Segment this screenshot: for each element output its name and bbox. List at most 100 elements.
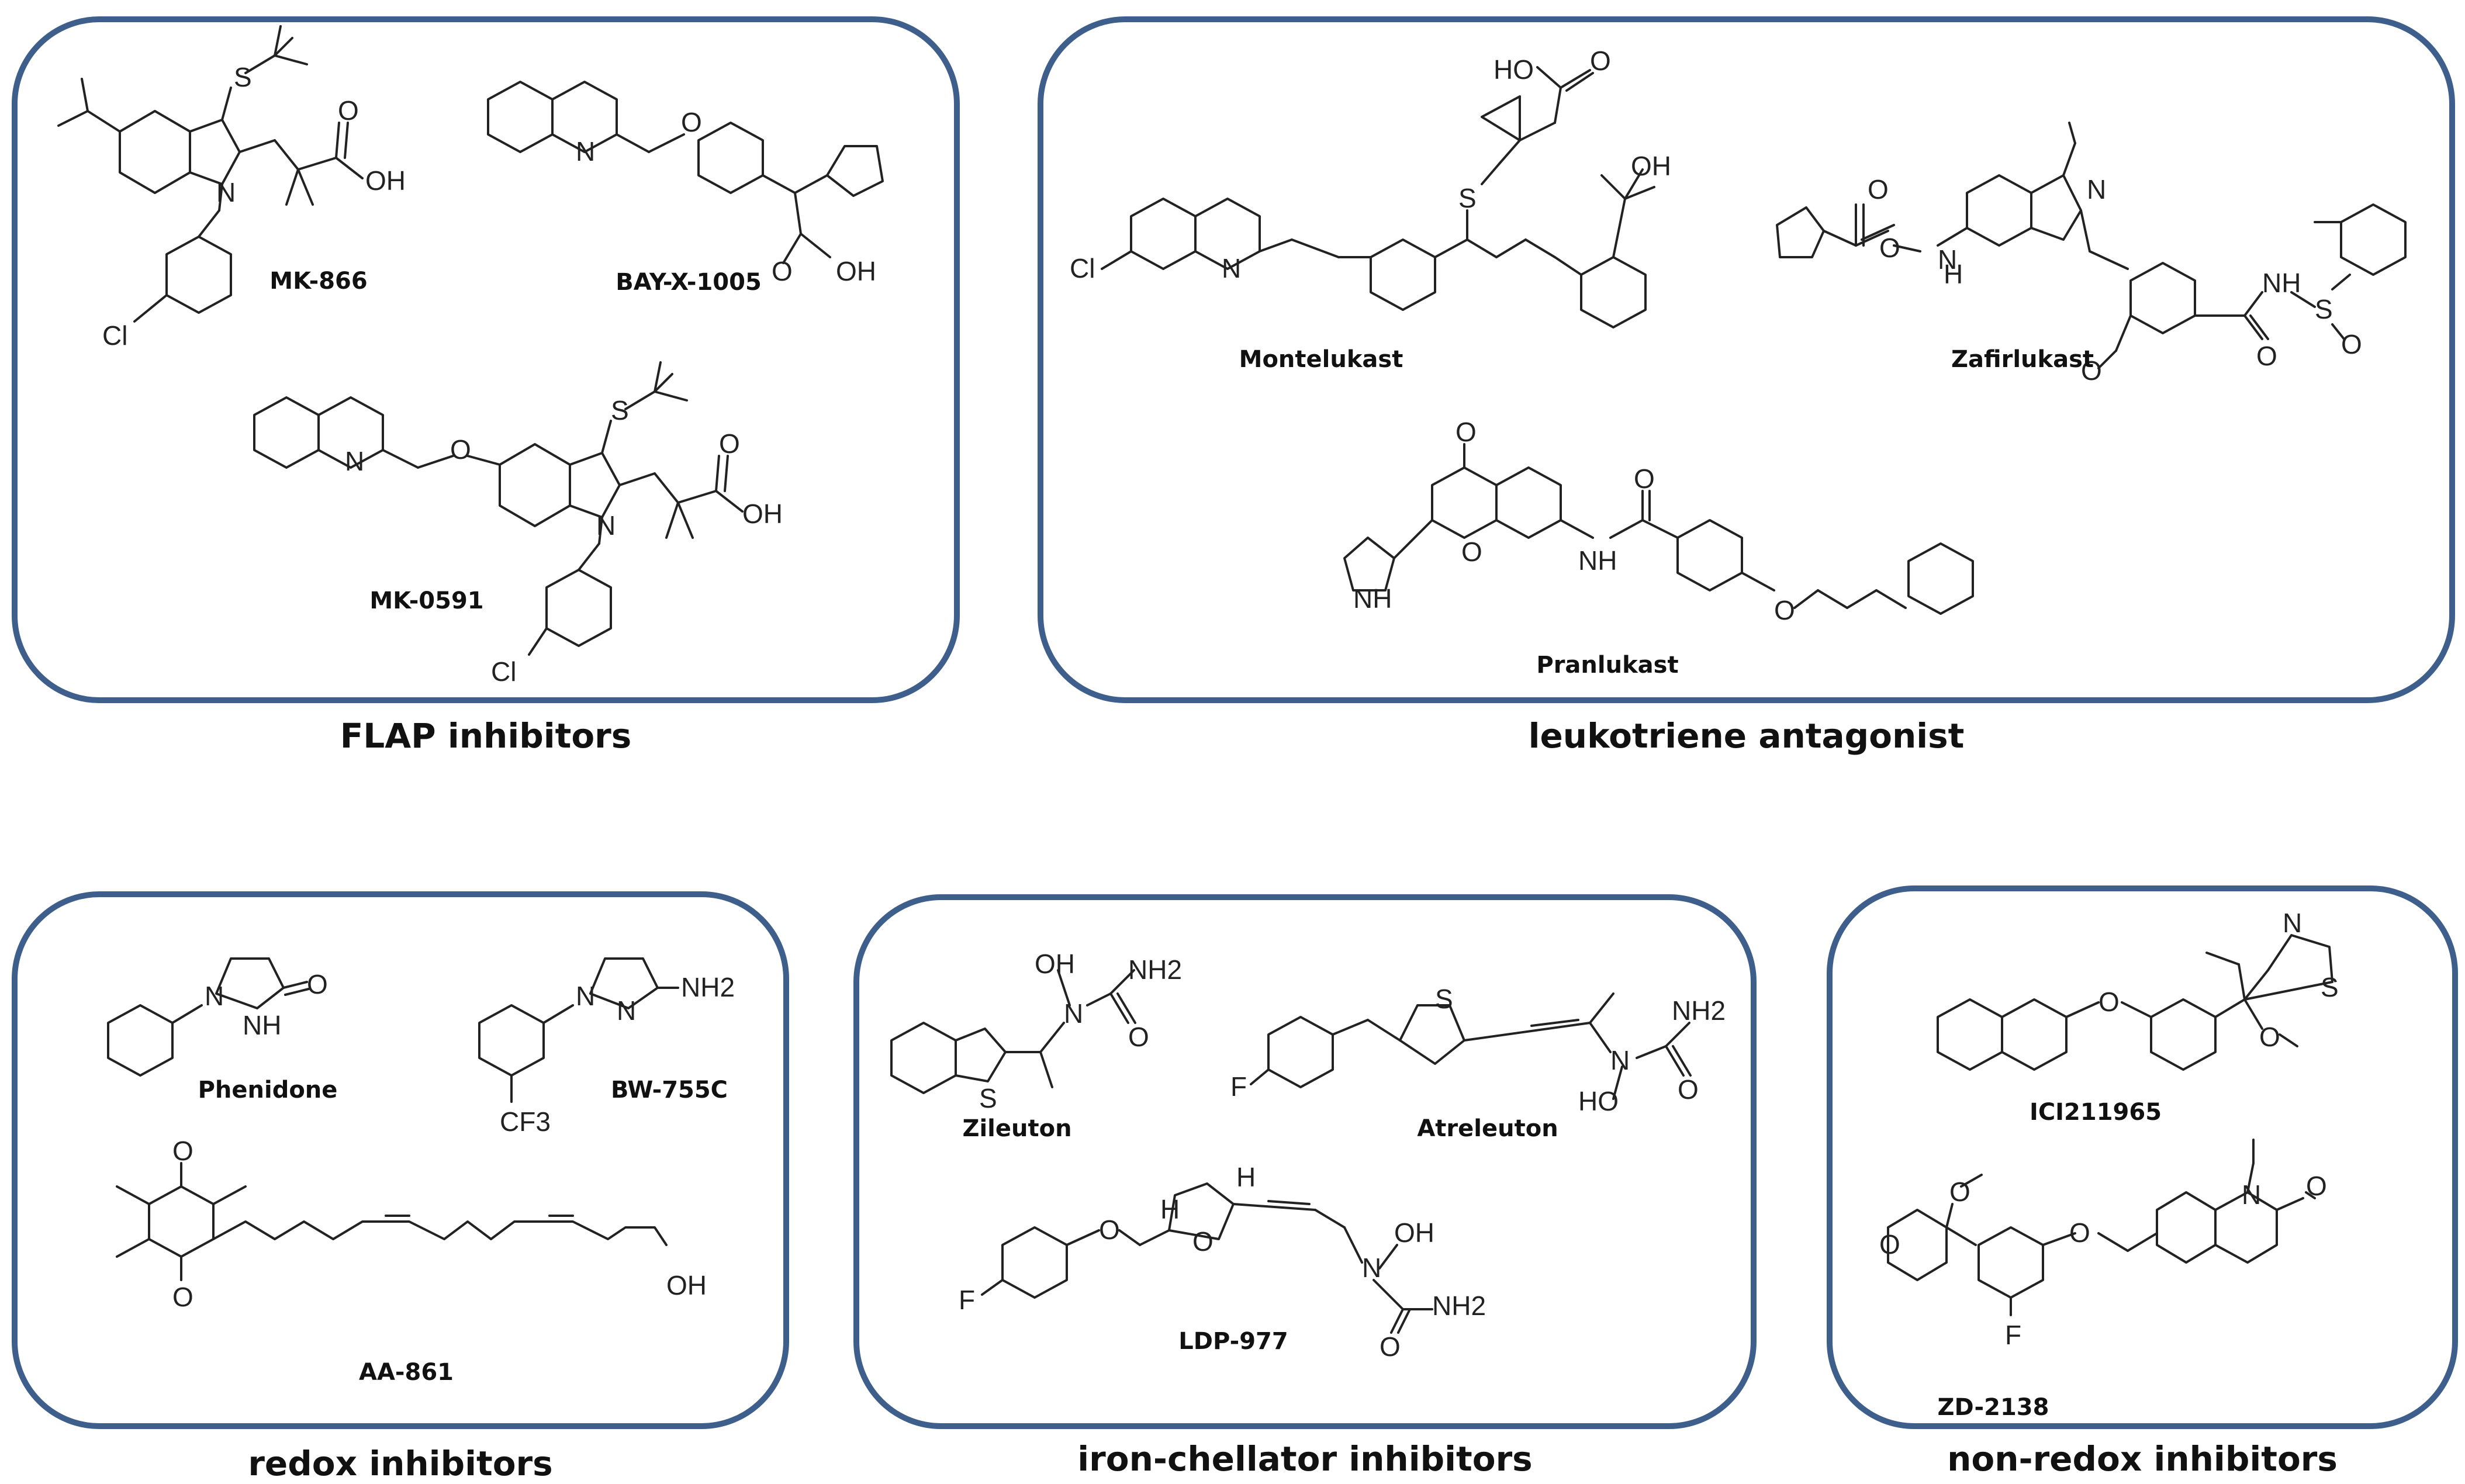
svg-text:O: O [1128, 1022, 1149, 1052]
svg-text:O: O [338, 95, 359, 126]
compound-label-bay-x-1005: BAY-X-1005 [616, 269, 762, 296]
svg-text:O: O [2098, 987, 2120, 1017]
svg-text:N: N [1064, 998, 1083, 1029]
compound-label-zd-2138: ZD-2138 [1937, 1394, 2049, 1421]
svg-text:NH2: NH2 [1128, 954, 1182, 985]
svg-text:OH: OH [836, 256, 876, 286]
svg-text:O: O [1380, 1331, 1401, 1362]
svg-text:S: S [2315, 294, 2333, 324]
svg-text:N: N [2087, 174, 2106, 205]
compound-label-zafirlukast: Zafirlukast [1951, 346, 2094, 373]
panel-redox-inhibitors [12, 891, 789, 1429]
svg-text:NH: NH [2262, 268, 2301, 298]
svg-text:N: N [2242, 1179, 2261, 1210]
svg-text:O: O [681, 107, 702, 137]
svg-text:O: O [172, 1136, 193, 1166]
svg-text:OH: OH [1035, 949, 1075, 979]
svg-text:NH: NH [1578, 545, 1617, 576]
svg-text:O: O [2081, 355, 2102, 386]
compound-label-mk-0591: MK-0591 [369, 587, 484, 614]
compound-label-phenidone: Phenidone [198, 1077, 338, 1104]
svg-text:OH: OH [1631, 151, 1671, 181]
svg-text:OH: OH [1394, 1217, 1434, 1248]
caption-leukotriene-antagonist: leukotriene antagonist [1528, 716, 1965, 756]
svg-text:N: N [617, 995, 636, 1026]
caption-iron-chellator-inhibitors: iron-chellator inhibitors [1077, 1439, 1533, 1479]
svg-text:O: O [719, 428, 740, 459]
svg-text:O: O [2069, 1217, 2090, 1248]
svg-text:CF3: CF3 [500, 1106, 551, 1137]
svg-text:N: N [596, 510, 616, 541]
svg-text:HO: HO [1578, 1086, 1619, 1116]
svg-text:N: N [1222, 253, 1241, 283]
svg-text:F: F [2005, 1320, 2021, 1350]
svg-text:O: O [1099, 1215, 1120, 1245]
svg-text:O: O [2259, 1022, 2280, 1052]
panel-non-redox-inhibitors [1827, 885, 2458, 1429]
svg-text:Cl: Cl [1070, 253, 1095, 283]
compound-label-mk-866: MK-866 [269, 268, 368, 295]
compound-label-montelukast: Montelukast [1239, 346, 1403, 373]
svg-text:NH2: NH2 [1672, 995, 1726, 1026]
svg-text:O: O [1461, 537, 1482, 567]
svg-text:N: N [205, 981, 224, 1011]
caption-non-redox-inhibitors: non-redox inhibitors [1947, 1439, 2338, 1479]
svg-text:O: O [1678, 1074, 1699, 1105]
svg-text:O: O [172, 1282, 193, 1312]
svg-text:N: N [1362, 1253, 1381, 1283]
svg-text:O: O [1192, 1226, 1214, 1257]
svg-text:N: N [216, 177, 236, 207]
compound-label-zileuton: Zileuton [962, 1115, 1072, 1142]
svg-text:O: O [1456, 417, 1477, 447]
svg-text:S: S [611, 395, 629, 426]
svg-text:O: O [772, 256, 793, 286]
svg-text:O: O [307, 969, 328, 999]
svg-text:NH2: NH2 [681, 972, 735, 1002]
svg-text:O: O [450, 434, 471, 465]
compound-label-bw-755c: BW-755C [610, 1077, 728, 1104]
svg-text:OH: OH [666, 1270, 707, 1300]
svg-text:O: O [1590, 46, 1611, 76]
caption-flap-inhibitors: FLAP inhibitors [340, 716, 632, 756]
svg-text:Cl: Cl [102, 320, 127, 351]
svg-text:N: N [1610, 1045, 1630, 1075]
svg-text:O: O [2256, 341, 2277, 371]
compound-label-pranlukast: Pranlukast [1536, 652, 1679, 679]
svg-text:HO: HO [1493, 54, 1534, 85]
svg-text:O: O [1868, 174, 1889, 205]
svg-text:O: O [2341, 329, 2362, 359]
svg-text:NH: NH [1353, 583, 1392, 614]
svg-text:O: O [1879, 233, 1900, 263]
panel-flap-inhibitors [12, 16, 960, 703]
svg-text:F: F [959, 1285, 975, 1315]
svg-text:OH: OH [365, 165, 406, 196]
panel-iron-chellator-inhibitors [853, 894, 1757, 1429]
svg-text:N: N [345, 446, 364, 476]
caption-redox-inhibitors: redox inhibitors [248, 1444, 553, 1483]
svg-text:H: H [1236, 1162, 1256, 1192]
svg-text:N: N [576, 981, 595, 1011]
svg-text:S: S [234, 62, 252, 92]
svg-text:O: O [1879, 1229, 1900, 1260]
svg-text:N: N [576, 136, 595, 167]
svg-text:Cl: Cl [491, 656, 516, 687]
svg-text:O: O [2306, 1171, 2327, 1201]
svg-text:N: N [2283, 908, 2302, 938]
svg-text:NH2: NH2 [1432, 1291, 1486, 1321]
svg-text:S: S [2321, 972, 2339, 1002]
svg-text:O: O [1634, 463, 1655, 494]
